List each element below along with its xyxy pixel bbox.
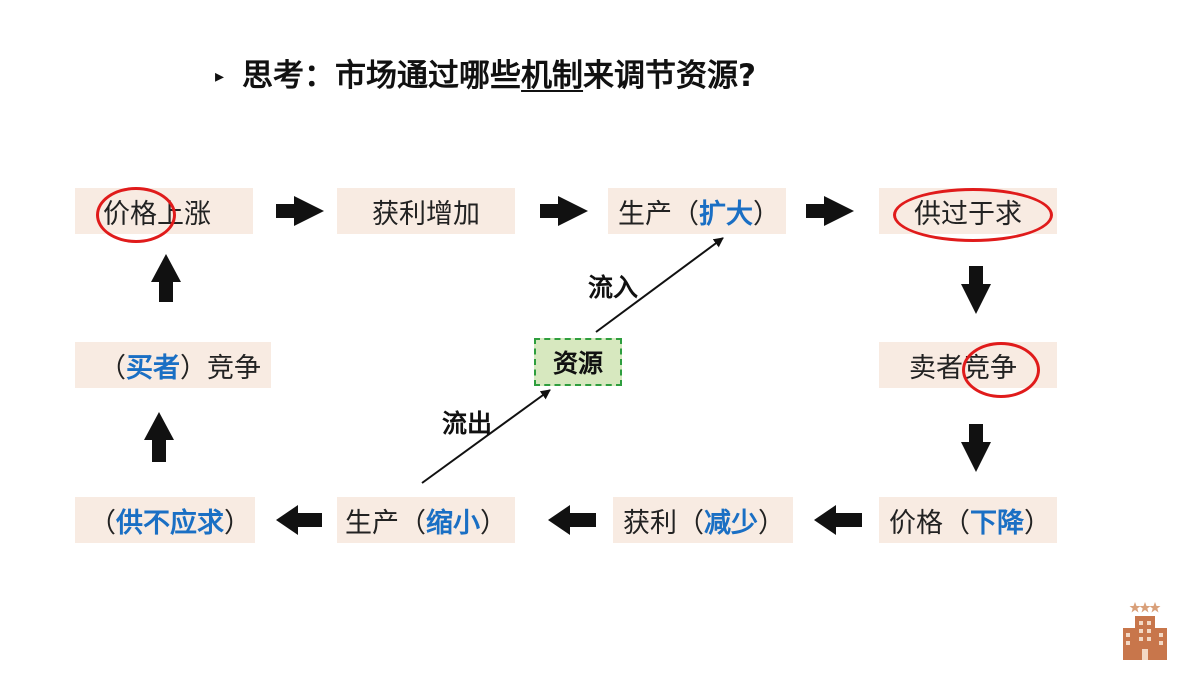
arrow-up-1-icon — [151, 254, 181, 302]
building-logo-icon — [1123, 602, 1167, 660]
arrow-left-3-icon — [276, 505, 322, 535]
shortage-pre: （ — [89, 507, 116, 539]
box-production-shrink: 生产（缩小） — [337, 497, 515, 543]
buyer-pre: （ — [99, 352, 126, 384]
price-down-pre: 价格（ — [889, 507, 970, 539]
flow-out-arrow-icon — [421, 389, 551, 484]
flow-in-label: 流入 — [588, 273, 639, 302]
arrow-down-1-icon — [961, 266, 991, 314]
arrow-right-2-icon — [540, 196, 588, 226]
flow-out-label: 流出 — [442, 409, 493, 438]
price-down-post: ） — [1024, 507, 1051, 539]
arrow-up-2-icon — [144, 412, 174, 462]
title-underlined: 机制 — [521, 58, 584, 94]
arrow-down-2-icon — [961, 424, 991, 472]
arrow-left-1-icon — [814, 505, 862, 535]
price-down-key: 下降 — [970, 507, 1024, 539]
prod-shrink-post: ） — [480, 507, 507, 539]
box-profit-down: 获利（减少） — [613, 497, 793, 543]
shortage-key: 供不应求 — [116, 507, 224, 539]
flow-in-arrow-icon — [595, 237, 724, 333]
box-profit-up-label: 获利增加 — [372, 198, 480, 230]
box-profit-up: 获利增加 — [337, 188, 515, 234]
profit-down-pre: 获利（ — [623, 507, 704, 539]
prod-shrink-pre: 生产（ — [345, 507, 426, 539]
arrow-left-2-icon — [548, 505, 596, 535]
buyer-key: 买者 — [126, 352, 180, 384]
highlight-circle-oversupply — [893, 188, 1053, 242]
prod-expand-pre: 生产（ — [618, 198, 699, 230]
buyer-post: ）竞争 — [180, 352, 261, 384]
arrow-right-3-icon — [806, 196, 854, 226]
box-shortage: （供不应求） — [75, 497, 255, 543]
box-buyer-competition: （买者）竞争 — [75, 342, 271, 388]
box-production-expand: 生产（扩大） — [608, 188, 786, 234]
title-suffix: 来调节资源? — [583, 58, 757, 94]
title-prefix: 思考：市场通过哪些 — [242, 58, 522, 94]
bullet-triangle-icon: ▸ — [215, 66, 225, 87]
prod-shrink-key: 缩小 — [426, 507, 480, 539]
shortage-post: ） — [224, 507, 251, 539]
slide-title: ▸ 思考：市场通过哪些机制来调节资源? — [215, 50, 756, 95]
box-price-down: 价格（下降） — [879, 497, 1057, 543]
profit-down-post: ） — [758, 507, 785, 539]
resource-box: 资源 — [534, 338, 622, 386]
resource-label: 资源 — [552, 349, 603, 378]
prod-expand-key: 扩大 — [699, 198, 753, 230]
highlight-circle-price — [96, 187, 176, 243]
highlight-circle-competition — [962, 342, 1040, 398]
arrow-right-1-icon — [276, 196, 324, 226]
profit-down-key: 减少 — [704, 507, 758, 539]
prod-expand-post: ） — [753, 198, 780, 230]
